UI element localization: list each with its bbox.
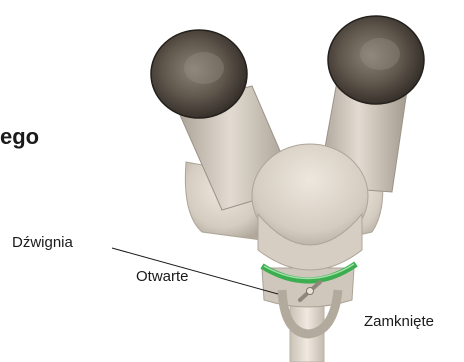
left-eyecup (151, 30, 247, 118)
label-closed: Zamknięte (364, 313, 434, 331)
label-lever: Dźwignia (12, 234, 73, 252)
lever-pivot (307, 288, 314, 295)
label-open: Otwarte (136, 268, 189, 286)
right-eyecup (328, 16, 424, 104)
